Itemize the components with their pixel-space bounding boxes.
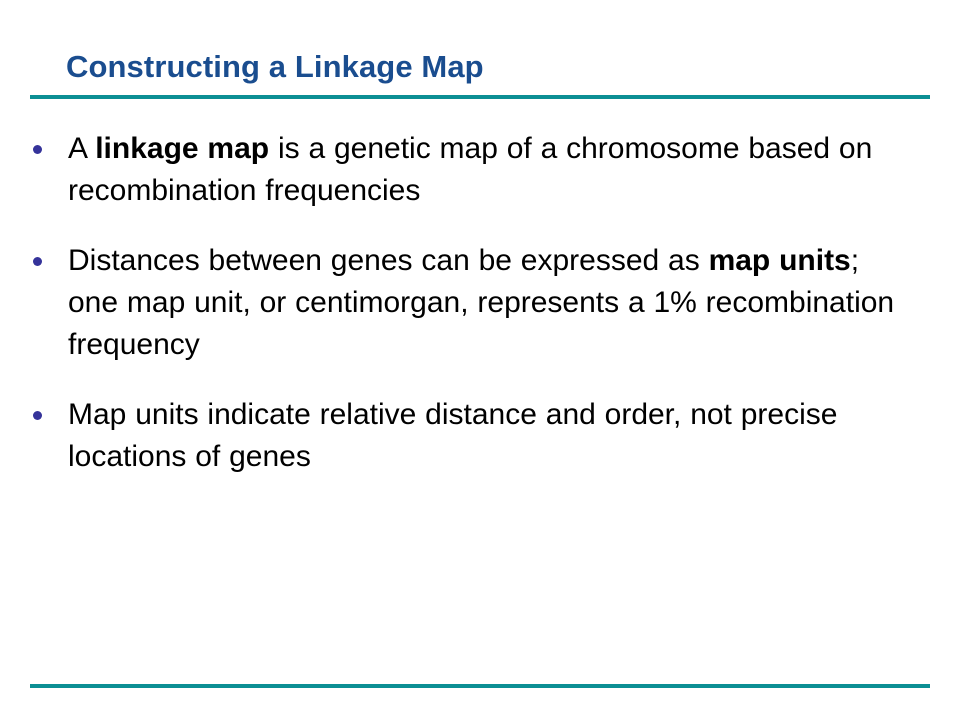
list-item: Distances between genes can be expressed…: [0, 240, 960, 366]
bullet-list: A linkage map is a genetic map of a chro…: [0, 128, 960, 506]
bullet-dot-icon: [33, 257, 42, 266]
title-divider-rule-top: [30, 95, 930, 99]
footer-divider-rule-bottom: [30, 684, 930, 688]
bullet-dot-icon: [33, 411, 42, 420]
bullet-text: Map units indicate relative distance and…: [68, 398, 838, 473]
page-title: Constructing a Linkage Map: [66, 48, 484, 84]
bullet-dot-icon: [33, 145, 42, 154]
bullet-text: A linkage map is a genetic map of a chro…: [68, 132, 873, 207]
list-item: Map units indicate relative distance and…: [0, 394, 960, 478]
bullet-text: Distances between genes can be expressed…: [68, 244, 895, 361]
list-item: A linkage map is a genetic map of a chro…: [0, 128, 960, 212]
